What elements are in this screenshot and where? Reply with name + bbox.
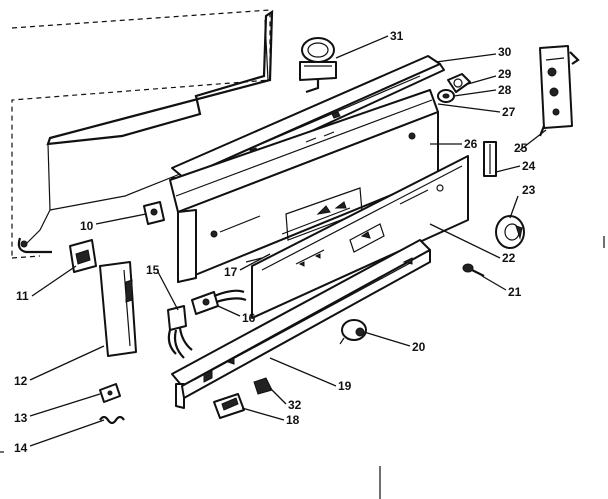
- callout-13: 13: [14, 411, 28, 425]
- part-31-bulb-assembly: [299, 37, 337, 94]
- scan-artifacts: [0, 236, 605, 499]
- callout-11: 11: [16, 289, 29, 303]
- outer-door-panel: [11, 9, 274, 259]
- callout-28: 28: [498, 83, 512, 97]
- callout-24: 24: [522, 159, 536, 173]
- callout-22: 22: [502, 251, 516, 265]
- callout-20: 20: [412, 340, 426, 354]
- callout-21: 21: [508, 285, 522, 299]
- part-11-latch: [69, 239, 97, 273]
- callout-10: 10: [80, 219, 94, 233]
- part-23-knob: [495, 215, 525, 249]
- callout-15: 15: [146, 263, 160, 277]
- callout-23: 23: [522, 183, 536, 197]
- callout-16: 16: [242, 311, 256, 325]
- callout-18: 18: [286, 413, 300, 427]
- part-14-spring: [99, 415, 125, 425]
- part-29-bracket: [447, 73, 471, 93]
- part-21-screw: [462, 263, 485, 277]
- callout-17: 17: [224, 265, 238, 279]
- door-spring-hook: [17, 237, 52, 254]
- part-24-light-tube: [483, 141, 497, 177]
- part-18-connector: [213, 393, 245, 419]
- callout-29: 29: [498, 67, 512, 81]
- leader-lines: [29, 35, 547, 447]
- part-32-block: [253, 377, 273, 395]
- part-26-control-panel: [177, 111, 439, 283]
- callout-12: 12: [14, 374, 28, 388]
- part-13-plate: [99, 383, 121, 403]
- callout-19: 19: [338, 379, 352, 393]
- callout-25: 25: [514, 141, 528, 155]
- callout-30: 30: [498, 45, 512, 59]
- part-19-bottom-rail: [171, 239, 431, 409]
- callout-labels: 31 30 29 28 27 26 25 24 23 22 21 20 19 1…: [14, 29, 536, 455]
- part-12-side-cap: [99, 261, 137, 357]
- callout-27: 27: [502, 105, 516, 119]
- part-25-switch: [538, 45, 580, 137]
- callout-31: 31: [390, 29, 404, 43]
- part-22-face-plate: [251, 155, 469, 319]
- part-16-wire-connector: [191, 289, 247, 315]
- part-17-gasket: [245, 257, 263, 263]
- part-28-washer: [437, 89, 455, 103]
- part-15-wire-harness: [167, 305, 193, 359]
- callout-26: 26: [464, 137, 478, 151]
- part-10-bracket: [143, 201, 165, 225]
- callout-14: 14: [14, 441, 28, 455]
- callout-32: 32: [288, 398, 302, 412]
- part-20-clip: [339, 319, 367, 345]
